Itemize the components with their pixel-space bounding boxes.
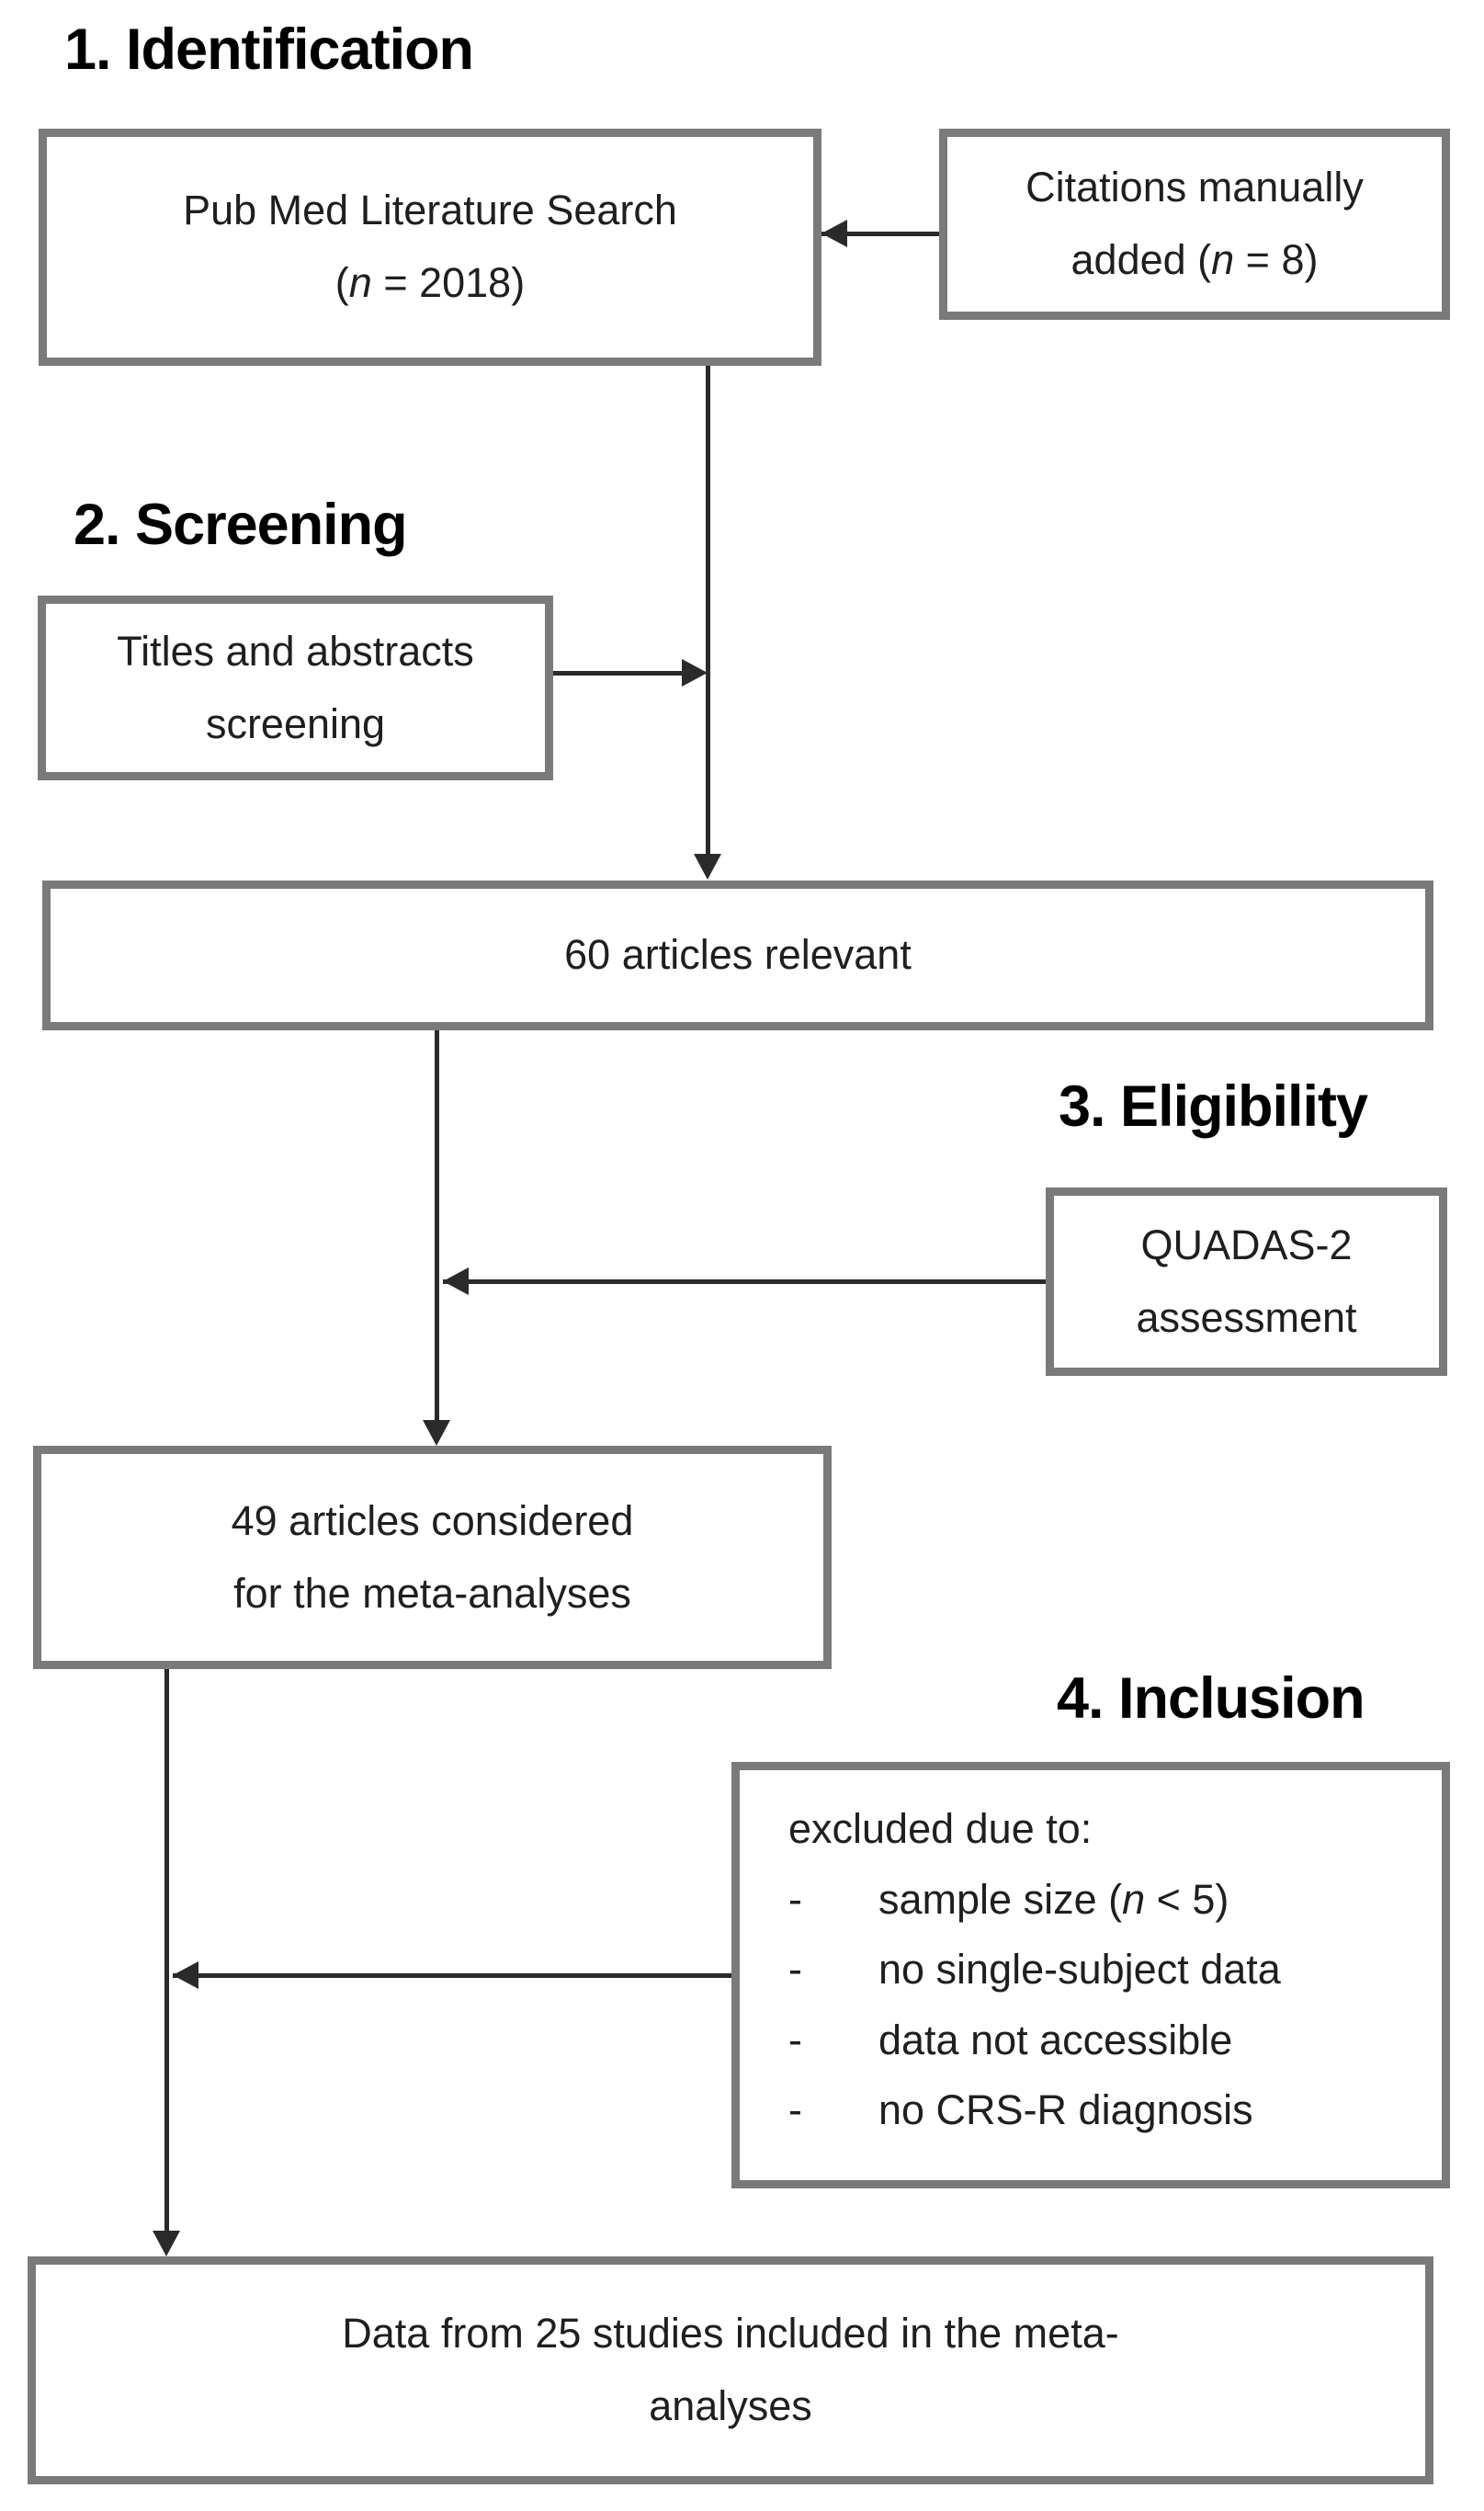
titles-abstracts-line1: Titles and abstracts xyxy=(117,627,474,675)
excluded-item-text: no CRS-R diagnosis xyxy=(878,2086,1253,2133)
arrow-down-icon xyxy=(694,854,721,880)
articles-considered-line1: 49 articles considered xyxy=(231,1496,634,1544)
connector-relevant-to-considered xyxy=(435,1030,439,1423)
excluded-header: excluded due to: xyxy=(788,1805,1093,1852)
included-studies-line1: Data from 25 studies included in the met… xyxy=(342,2310,1119,2358)
quadas-line1: QUADAS-2 xyxy=(1140,1221,1353,1268)
arrow-left-icon xyxy=(173,1961,198,1989)
included-studies-box: Data from 25 studies included in the met… xyxy=(28,2256,1433,2484)
pubmed-search-line2: (n = 2018) xyxy=(334,259,526,306)
excluded-item-bullet: - xyxy=(788,1875,802,1923)
articles-relevant-box: 60 articles relevant xyxy=(42,881,1433,1030)
connector-considered-to-included xyxy=(164,1669,169,2233)
arrow-left-icon xyxy=(821,220,847,247)
stage-heading-inclusion: 4. Inclusion xyxy=(1057,1666,1365,1731)
included-studies-line2: analyses xyxy=(649,2382,812,2429)
arrow-down-icon xyxy=(423,1420,450,1446)
excluded-item-bullet: - xyxy=(788,2086,802,2133)
excluded-item-text: data not accessible xyxy=(878,2016,1233,2063)
citations-added-line1: Citations manually xyxy=(1025,164,1364,211)
stage-heading-identification: 1. Identification xyxy=(64,17,474,82)
excluded-item-text: sample size (n < 5) xyxy=(878,1875,1229,1923)
titles-abstracts-line2: screening xyxy=(205,699,386,747)
excluded-item-bullet: - xyxy=(788,2016,802,2063)
excluded-item: - sample size (n < 5) xyxy=(788,1865,1229,1936)
quadas-assessment-box: QUADAS-2 assessment xyxy=(1046,1187,1447,1376)
arrow-down-icon xyxy=(153,2231,180,2256)
excluded-item-bullet: - xyxy=(788,1946,802,1993)
articles-considered-box: 49 articles considered for the meta-anal… xyxy=(33,1446,832,1669)
connector-citations-to-pubmed xyxy=(821,232,939,236)
excluded-item: - no single-subject data xyxy=(788,1935,1281,2005)
connector-quadas-to-line xyxy=(443,1279,1046,1284)
stage-heading-eligibility: 3. Eligibility xyxy=(1059,1074,1368,1139)
connector-pubmed-to-relevant xyxy=(706,366,710,873)
excluded-reasons-box: excluded due to: - sample size (n < 5) -… xyxy=(731,1762,1450,2188)
arrow-left-icon xyxy=(443,1267,469,1295)
arrow-right-icon xyxy=(682,659,708,687)
citations-added-box: Citations manually added (n = 8) xyxy=(939,129,1450,320)
excluded-item-text: no single-subject data xyxy=(878,1946,1281,1993)
pubmed-search-line1: Pub Med Literature Search xyxy=(183,187,677,234)
connector-screening-to-line xyxy=(553,671,686,676)
stage-heading-screening: 2. Screening xyxy=(74,493,408,557)
quadas-line2: assessment xyxy=(1136,1293,1357,1341)
connector-excluded-to-line xyxy=(173,1973,731,1978)
excluded-item: - data not accessible xyxy=(788,2005,1232,2076)
citations-added-line2: added (n = 8) xyxy=(1071,236,1319,283)
articles-considered-line2: for the meta-analyses xyxy=(233,1569,631,1617)
pubmed-search-box: Pub Med Literature Search (n = 2018) xyxy=(39,129,821,366)
articles-relevant-text: 60 articles relevant xyxy=(564,931,912,979)
titles-abstracts-box: Titles and abstracts screening xyxy=(38,596,553,780)
excluded-item: - no CRS-R diagnosis xyxy=(788,2075,1253,2146)
